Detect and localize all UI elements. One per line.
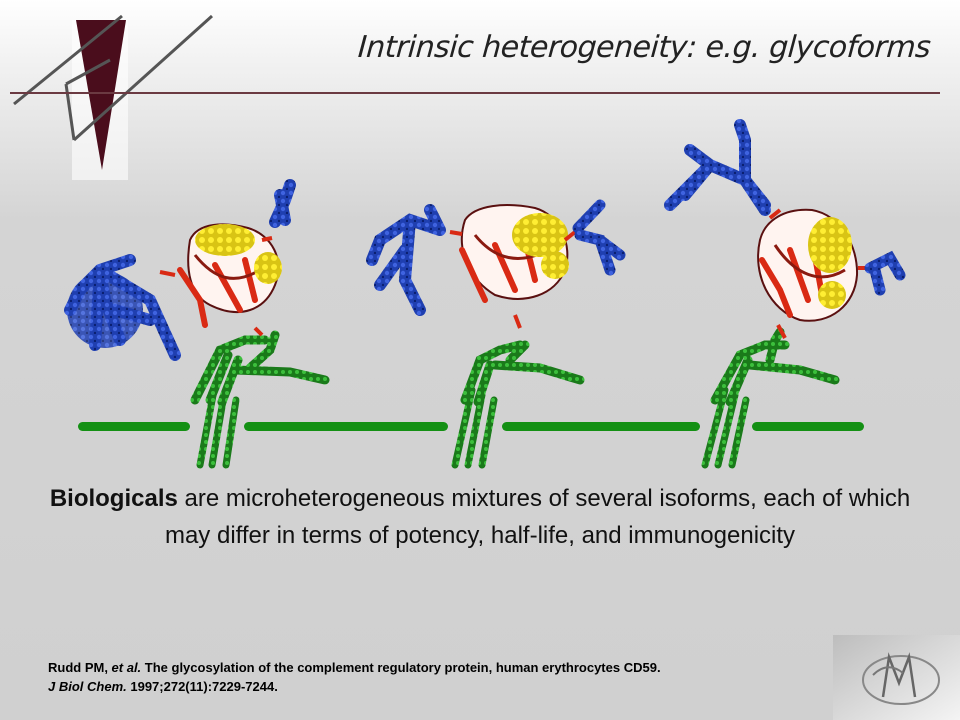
glycoform-1	[64, 179, 330, 469]
citation-journal: J Biol Chem.	[48, 679, 127, 694]
citation-etal: et al.	[111, 660, 142, 675]
body-lead-bold: Biologicals	[49, 485, 178, 512]
body-rest-text: are microheterogeneous mixtures of sever…	[164, 485, 911, 549]
slide-title: Intrinsic heterogeneity: e.g. glycoforms	[356, 30, 932, 65]
citation-title: The glycosylation of the complement regu…	[141, 660, 661, 675]
glycoform-3	[664, 119, 906, 469]
corner-logo-icon	[833, 635, 960, 720]
citation-details: 1997;272(11):7229-7244.	[126, 679, 278, 694]
citation-line-2: J Biol Chem. 1997;272(11):7229-7244.	[48, 677, 661, 696]
citation-line-1: Rudd PM, et al. The glycosylation of the…	[48, 658, 661, 677]
glycoform-illustration	[64, 119, 906, 469]
glycoform-2	[366, 199, 626, 469]
membrane-segments	[78, 422, 864, 431]
citation-authors: Rudd PM,	[48, 660, 112, 675]
brand-logo-icon	[13, 14, 214, 180]
body-statement: Biologicals are microheterogeneous mixtu…	[30, 480, 930, 554]
title-divider	[10, 92, 940, 94]
citation: Rudd PM, et al. The glycosylation of the…	[48, 658, 661, 696]
